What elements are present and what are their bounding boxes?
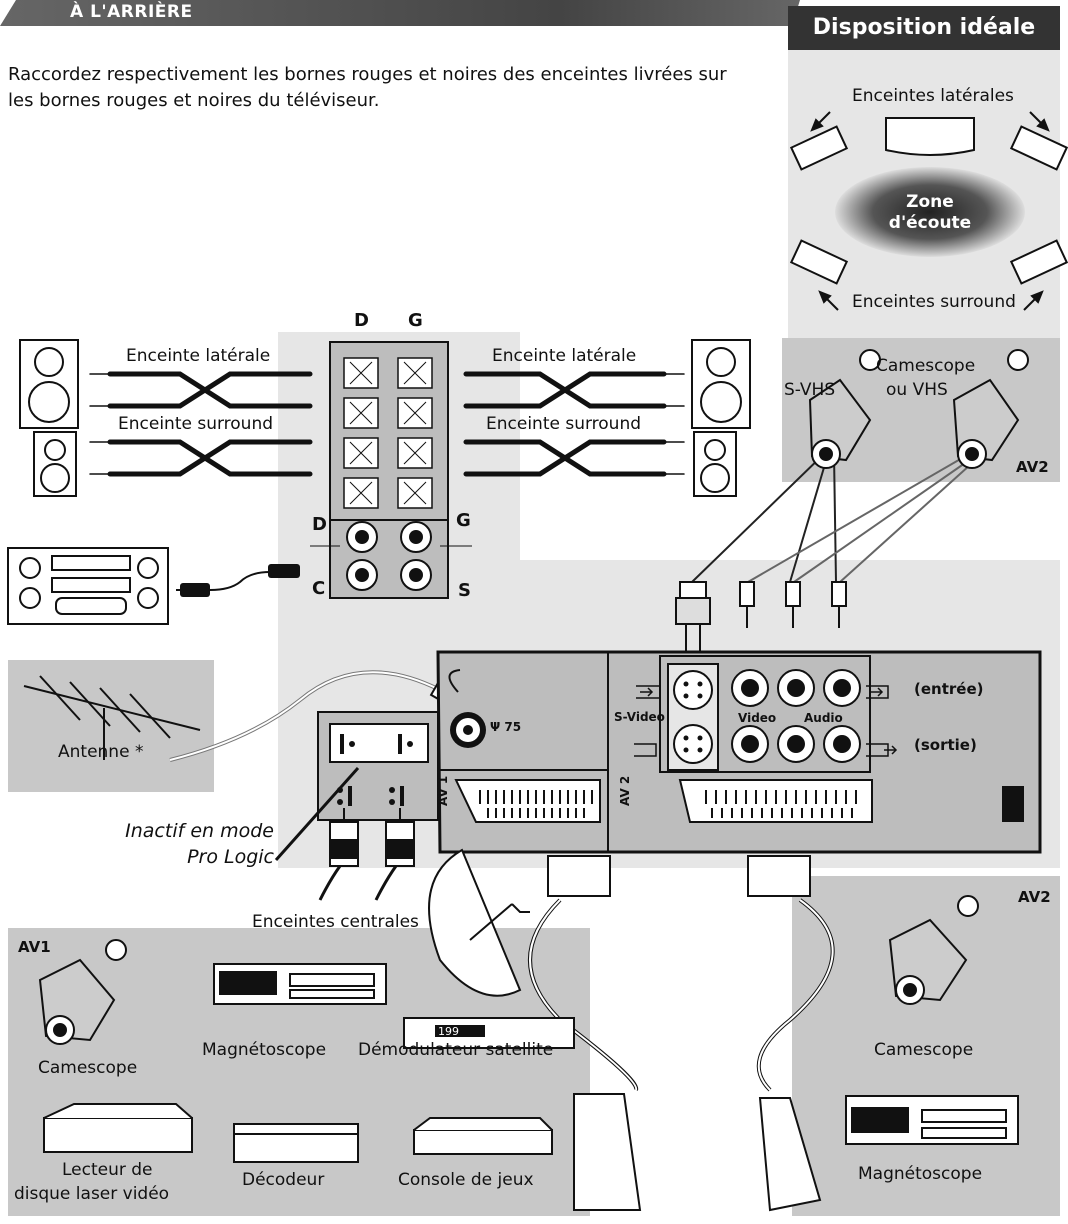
av2-socket-label: AV 2 — [618, 775, 632, 806]
av1-socket-label: AV 1 — [436, 775, 450, 806]
camcorder-vhs-label: ou VHS — [886, 380, 948, 400]
decodeur-label: Décodeur — [242, 1170, 325, 1190]
laser-disc-player-icon — [43, 1103, 193, 1153]
av1-magnetoscope-label: Magnétoscope — [202, 1040, 327, 1060]
scart-plug-av1-icon — [573, 1093, 642, 1211]
section-header-bar — [0, 0, 800, 26]
front-speaker-icon — [885, 117, 975, 156]
inactive-note-line2: Pro Logic — [187, 846, 274, 868]
decoder-icon — [233, 1123, 359, 1163]
audio-label: Audio — [804, 711, 843, 725]
antenna-icon — [23, 675, 201, 760]
antenna-label: Antenne * — [58, 742, 144, 762]
av2-camcorder-icon — [888, 895, 979, 1005]
input-label: (entrée) — [914, 680, 984, 698]
terminal-col-g: G — [408, 310, 423, 331]
scart-plug-av2-icon — [758, 1097, 822, 1212]
lecteur-line1: Lecteur de — [62, 1160, 153, 1180]
av1-tag: AV1 — [18, 938, 51, 956]
intro-text: Raccordez respectivement les bornes roug… — [8, 64, 727, 111]
terminal-col-d: D — [354, 310, 369, 331]
video-label: Video — [738, 711, 777, 725]
lecteur-line2: disque laser vidéo — [14, 1184, 170, 1204]
svideo-label: S-Video — [614, 710, 665, 724]
inactive-note-line1: Inactif en mode — [125, 820, 274, 842]
satellite-display: 199 — [438, 1025, 459, 1038]
output-label: (sortie) — [914, 736, 977, 754]
av2-magnetoscope-label: Magnétoscope — [858, 1164, 983, 1184]
console-label: Console de jeux — [398, 1170, 534, 1190]
av2-camescope-label: Camescope — [874, 1040, 974, 1060]
av1-camcorder-icon — [38, 939, 127, 1045]
center-speakers-label: Enceintes centrales — [252, 912, 419, 932]
jack-label-d: D — [312, 514, 327, 535]
av-rca-jacks — [731, 669, 861, 763]
camcorder-vhs-icon — [952, 349, 1029, 469]
speaker-jacks — [346, 521, 432, 591]
satellite-dish-icon — [403, 848, 575, 1049]
hifi-system-icon — [7, 547, 169, 625]
av2-vcr-icon — [845, 1095, 1019, 1145]
layout-panel-title: Disposition idéale — [788, 6, 1060, 50]
rear-speakers-label: Enceintes surround — [852, 292, 1016, 312]
antenna-impedance: Ψ 75 — [490, 720, 522, 734]
rear-speaker-left-icon — [789, 239, 849, 285]
camcorder-svhs-label: S-VHS — [784, 380, 836, 400]
side-speaker-left-icon — [789, 125, 849, 171]
demodulateur-label: Démodulateur satellite — [358, 1040, 554, 1060]
camcorder-svhs-icon — [808, 349, 881, 469]
camcorder-title: Camescope — [876, 356, 976, 376]
jack-label-g: G — [456, 510, 471, 531]
surround-left-label: Enceinte surround — [118, 414, 274, 434]
jack-label-c: C — [312, 578, 326, 599]
rear-speaker-right-icon — [1009, 239, 1068, 285]
jack-label-s: S — [458, 580, 471, 601]
av2-tag: AV2 — [1018, 888, 1051, 906]
lateral-right-label: Enceinte latérale — [492, 346, 637, 366]
listening-zone — [835, 167, 1025, 257]
front-speakers-label: Enceintes latérales — [852, 86, 1014, 106]
antenna-panel — [8, 660, 214, 792]
av1-vcr-icon — [213, 963, 387, 1005]
side-speaker-right-icon — [1009, 125, 1068, 171]
camcorder-av2-tag: AV2 — [1016, 458, 1049, 476]
surround-right-label: Enceinte surround — [486, 414, 642, 434]
section-title: À L'ARRIÈRE — [70, 2, 193, 22]
zone-label: Zone d'écoute — [888, 192, 972, 233]
lateral-left-label: Enceinte latérale — [126, 346, 271, 366]
game-console-icon — [413, 1117, 553, 1155]
av1-camescope-label: Camescope — [38, 1058, 138, 1078]
